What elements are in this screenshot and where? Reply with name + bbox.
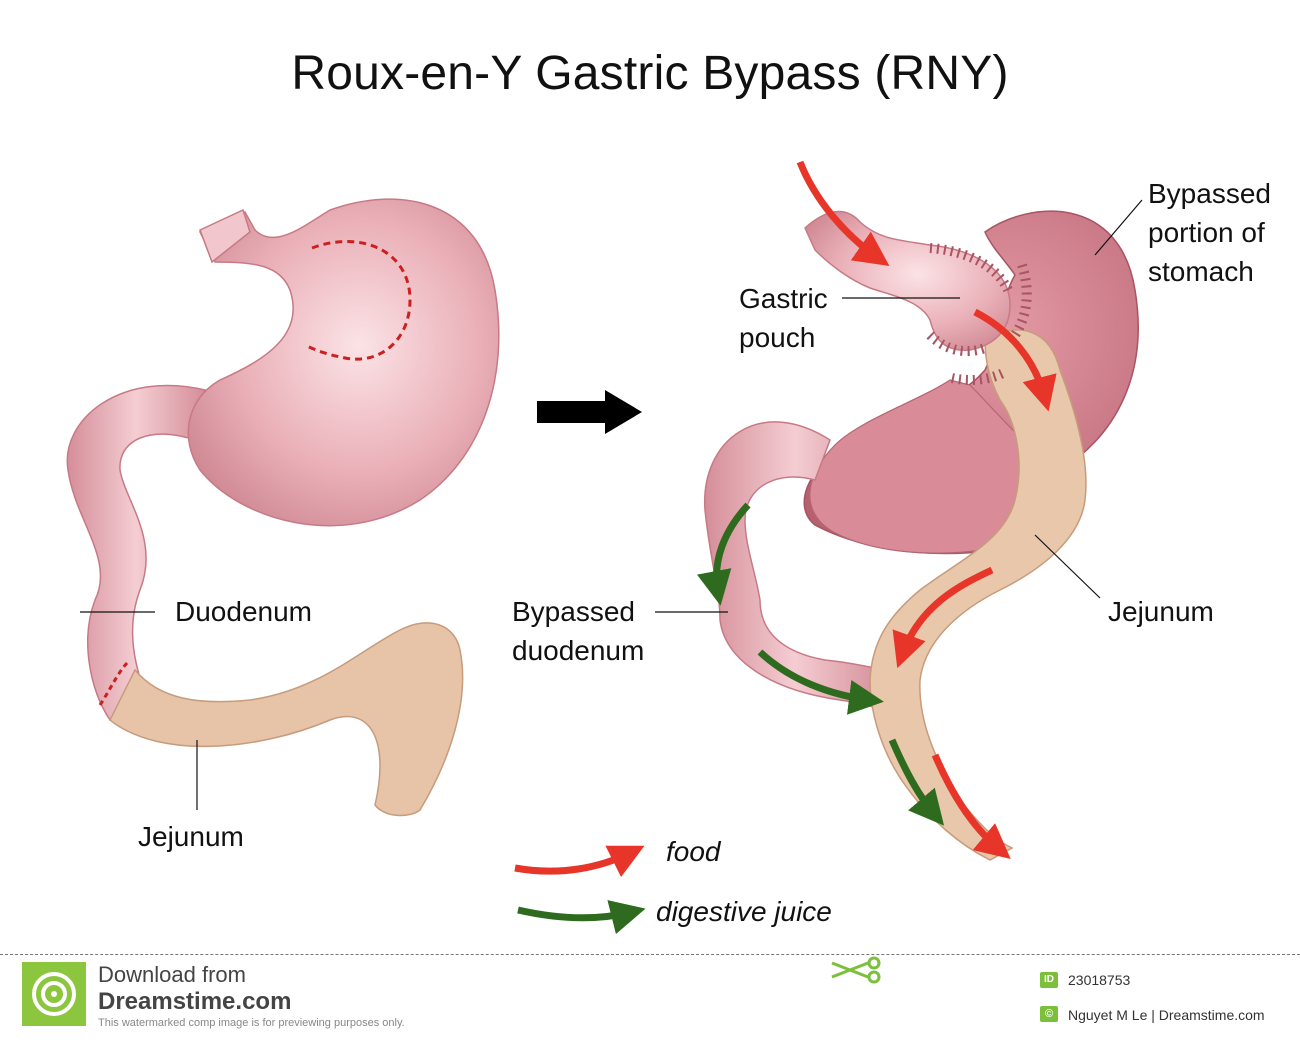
food-arrow-2 [973, 308, 1057, 412]
label-gastric-pouch-2: pouch [739, 322, 816, 353]
author-credit[interactable]: Nguyet M Le | Dreamstime.com [1068, 1007, 1265, 1023]
watermark-note: This watermarked comp image is for previ… [98, 1017, 405, 1029]
label-bypassed-duodenum-1: Bypassed [512, 596, 635, 627]
staple-line-bottom [926, 331, 987, 357]
legend-juice-arrow [517, 900, 646, 935]
label-right-jejunum: Jejunum [1108, 596, 1214, 627]
staple-line-right [1010, 263, 1032, 338]
food-arrow-3 [892, 566, 994, 669]
right-anatomy [655, 160, 1143, 861]
id-badge: ID [1040, 972, 1058, 988]
transition-arrow [537, 390, 642, 434]
label-bypassed-stomach-3: stomach [1148, 256, 1254, 287]
juice-arrow-1 [696, 502, 751, 606]
left-junction-line [98, 660, 130, 706]
label-left-duodenum: Duodenum [175, 596, 312, 627]
legend-food-arrow [514, 845, 645, 878]
gastric-pouch-shape [804, 210, 1011, 351]
label-left-jejunum: Jejunum [138, 821, 244, 852]
left-anatomy [66, 198, 500, 817]
juice-arrow-2 [757, 649, 884, 715]
label-gastric-pouch-1: Gastric [739, 283, 828, 314]
legend-juice-label: digestive juice [656, 896, 832, 927]
left-duodenum-shape [66, 384, 206, 721]
dreamstime-logo-icon [22, 962, 86, 1026]
download-site-link[interactable]: Dreamstime.com [98, 988, 292, 1015]
left-jejunum-shape [109, 622, 464, 817]
copyright-icon: © [1040, 1006, 1058, 1022]
image-id: 23018753 [1068, 972, 1131, 988]
label-bypassed-stomach-1: Bypassed [1148, 178, 1271, 209]
scissors-icon [831, 956, 881, 984]
diagram-title: Roux-en-Y Gastric Bypass (RNY) [291, 47, 1009, 100]
food-arrow-4 [931, 753, 1011, 859]
legend-food-label: food [666, 836, 721, 867]
download-from-text: Download from [98, 962, 246, 987]
left-cut-line [304, 240, 412, 361]
label-bypassed-duodenum-2: duodenum [512, 635, 645, 666]
legend [514, 845, 646, 935]
rny-diagram [66, 160, 1143, 935]
staple-line-remnant [950, 367, 1008, 385]
food-arrow-1 [796, 160, 890, 267]
footer-divider [0, 954, 1300, 955]
left-stomach-shape [187, 198, 500, 527]
label-bypassed-stomach-2: portion of [1148, 217, 1265, 248]
juice-arrow-3 [888, 738, 945, 826]
